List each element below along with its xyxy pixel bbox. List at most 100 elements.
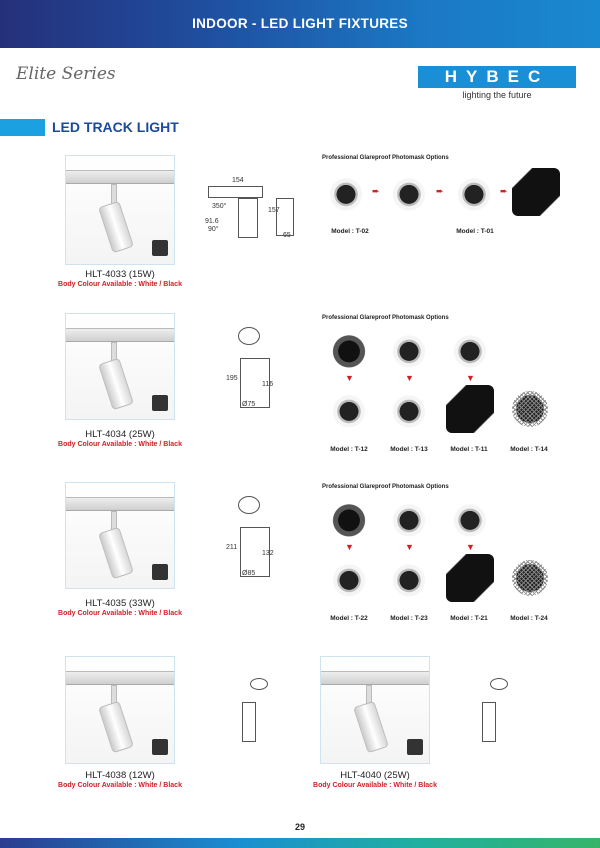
dimension-drawing (208, 186, 263, 198)
dimension-label: Ø75 (242, 401, 256, 408)
product-photo (65, 313, 175, 420)
section-title: LED TRACK LIGHT (52, 119, 179, 135)
track-rail (66, 497, 174, 511)
page-header: INDOOR - LED LIGHT FIXTURES (0, 0, 600, 48)
model-label: Model : T-23 (390, 615, 428, 622)
photomask-image (385, 494, 433, 542)
spec-badge-icon (152, 564, 168, 580)
arrow-right-icon: ➨ (436, 186, 444, 196)
product-name: HLT-4035 (33W) (85, 598, 155, 609)
model-label: Model : T-12 (330, 446, 368, 453)
dimension-label: Ø85 (242, 570, 256, 577)
dimension-label: 90° (208, 226, 219, 233)
page-number: 29 (294, 822, 305, 832)
brand-tagline: lighting the future (462, 90, 532, 100)
arrow-right-icon: ➨ (500, 186, 508, 196)
photomask-image (506, 385, 554, 433)
arrow-down-icon: ▼ (345, 542, 354, 552)
photomask-image (385, 554, 433, 602)
photomask-image (385, 325, 433, 373)
dimension-drawing (240, 527, 270, 577)
brand-logo: HYBEC (418, 66, 576, 88)
photomask-image (512, 168, 560, 216)
section-bar (0, 119, 45, 136)
dimension-drawing (276, 198, 294, 236)
model-label: Model : T-11 (450, 446, 488, 453)
dimension-drawing (238, 496, 260, 514)
dimension-label: 211 (226, 544, 238, 551)
photomask-image (325, 554, 373, 602)
spec-badge-icon (407, 739, 423, 755)
track-rail (321, 671, 429, 685)
dimension-label: 116 (262, 381, 274, 388)
colour-note: Body Colour Available : White / Black (58, 441, 182, 448)
product-photo (65, 656, 175, 764)
arrow-down-icon: ▼ (405, 373, 414, 383)
spec-badge-icon (152, 240, 168, 256)
dimension-label: 350° (212, 203, 227, 210)
model-label: Model : T-14 (510, 446, 548, 453)
photomask-image (446, 494, 494, 542)
glareproof-title: Professional Glareproof Photomask Option… (322, 155, 449, 161)
model-label: Model : T-02 (331, 228, 369, 235)
dimension-drawing (240, 358, 270, 408)
product-photo (65, 482, 175, 589)
photomask-image (325, 494, 373, 542)
model-label: Model : T-24 (510, 615, 548, 622)
light-body (98, 700, 134, 754)
photomask-image (322, 168, 370, 216)
dimension-label: 132 (262, 550, 274, 557)
spec-badge-icon (152, 739, 168, 755)
dimension-drawing (238, 198, 258, 238)
arrow-down-icon: ▼ (345, 373, 354, 383)
arrow-down-icon: ▼ (405, 542, 414, 552)
model-label: Model : T-13 (390, 446, 428, 453)
colour-note: Body Colour Available : White / Black (58, 610, 182, 617)
product-name: HLT-4033 (15W) (85, 269, 155, 280)
dimension-drawing (250, 678, 268, 690)
dimension-drawing (242, 702, 256, 742)
track-rail (66, 671, 174, 685)
arrow-down-icon: ▼ (466, 373, 475, 383)
photomask-image (385, 385, 433, 433)
glareproof-title: Professional Glareproof Photomask Option… (322, 484, 449, 490)
track-rail (66, 170, 174, 184)
spec-badge-icon (152, 395, 168, 411)
footer-band (0, 838, 600, 848)
photomask-image (450, 168, 498, 216)
photomask-image (325, 385, 373, 433)
dimension-label: 157 (268, 207, 280, 214)
dimension-label: 195 (226, 375, 238, 382)
photomask-image (446, 385, 494, 433)
dimension-label: 91.6 (205, 218, 219, 225)
series-title: Elite Series (16, 64, 116, 84)
glareproof-title: Professional Glareproof Photomask Option… (322, 315, 449, 321)
product-name: HLT-4034 (25W) (85, 429, 155, 440)
light-body (98, 200, 134, 254)
photomask-image (506, 554, 554, 602)
light-body (98, 526, 134, 579)
model-label: Model : T-22 (330, 615, 368, 622)
product-name: HLT-4038 (12W) (85, 770, 155, 781)
colour-note: Body Colour Available : White / Black (313, 782, 437, 789)
light-body (353, 700, 389, 754)
light-body (98, 357, 134, 410)
product-name: HLT-4040 (25W) (340, 770, 410, 781)
product-photo (65, 155, 175, 265)
photomask-image (446, 554, 494, 602)
arrow-right-icon: ➨ (372, 186, 380, 196)
model-label: Model : T-21 (450, 615, 488, 622)
photomask-image (446, 325, 494, 373)
photomask-image (325, 325, 373, 373)
colour-note: Body Colour Available : White / Black (58, 782, 182, 789)
colour-note: Body Colour Available : White / Black (58, 281, 182, 288)
track-rail (66, 328, 174, 342)
model-label: Model : T-01 (456, 228, 494, 235)
product-photo (320, 656, 430, 764)
dimension-drawing (482, 702, 496, 742)
photomask-image (385, 168, 433, 216)
dimension-label: 154 (232, 177, 244, 184)
arrow-down-icon: ▼ (466, 542, 475, 552)
dimension-drawing (490, 678, 508, 690)
dimension-drawing (238, 327, 260, 345)
